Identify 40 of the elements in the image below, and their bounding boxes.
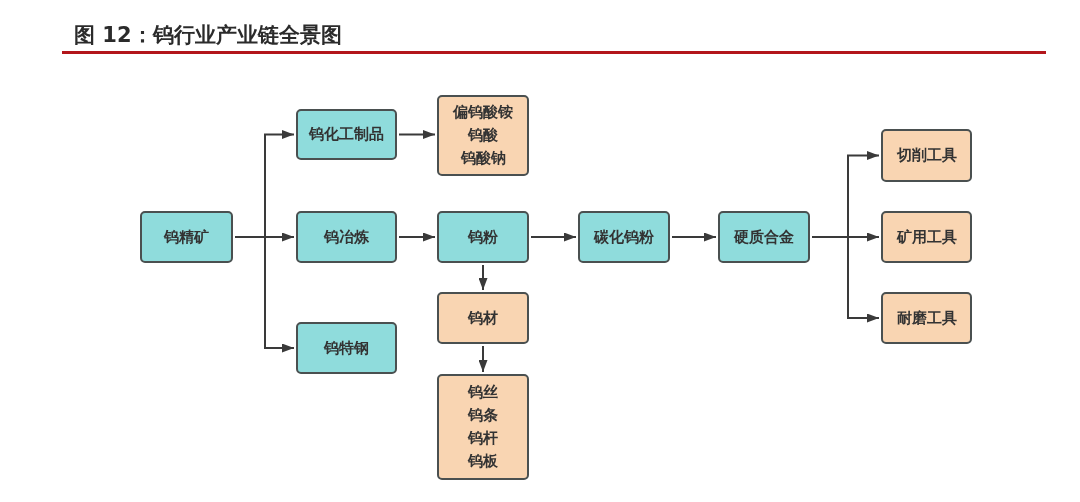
product-box [881, 129, 972, 182]
arrow [398, 232, 436, 242]
box-label: 钨酸 [468, 125, 498, 146]
box-label: 钨条 [468, 405, 498, 426]
product-box [437, 374, 529, 480]
arrow [671, 232, 717, 242]
process-box [296, 322, 397, 374]
arrow [811, 236, 880, 323]
process-box [578, 211, 670, 263]
box-label: 钨特钢 [324, 337, 369, 359]
box-label: 偏钨酸铵 [453, 102, 513, 123]
arrow [530, 232, 577, 242]
box-label: 钨冶炼 [324, 226, 369, 248]
process-box [296, 211, 397, 263]
box-label: 钨板 [468, 451, 498, 472]
box-label: 钨粉 [468, 226, 498, 248]
box-label: 耐磨工具 [896, 307, 957, 329]
box-label: 硬质合金 [734, 226, 794, 248]
product-box [881, 292, 972, 344]
process-box [140, 211, 233, 263]
box-label: 钨杆 [468, 428, 498, 449]
box-label: 钨化工制品 [309, 124, 384, 145]
box-label: 钨精矿 [164, 226, 209, 248]
process-box [437, 211, 529, 263]
box-label: 矿用工具 [896, 226, 957, 248]
arrow [478, 264, 488, 291]
arrow [234, 236, 295, 353]
process-box [718, 211, 810, 263]
product-box [437, 95, 529, 176]
figure-title: 图 12：钨行业产业链全景图 [74, 22, 342, 49]
product-box [437, 292, 529, 344]
box-label: 钨材 [468, 307, 498, 329]
box-label: 钨酸钠 [460, 148, 506, 169]
process-box [296, 109, 397, 160]
arrow [478, 345, 488, 373]
box-label: 钨丝 [468, 382, 498, 403]
arrow [398, 130, 436, 139]
product-box [881, 211, 972, 263]
box-label: 碳化钨粉 [594, 226, 654, 248]
box-label: 切削工具 [896, 145, 957, 166]
